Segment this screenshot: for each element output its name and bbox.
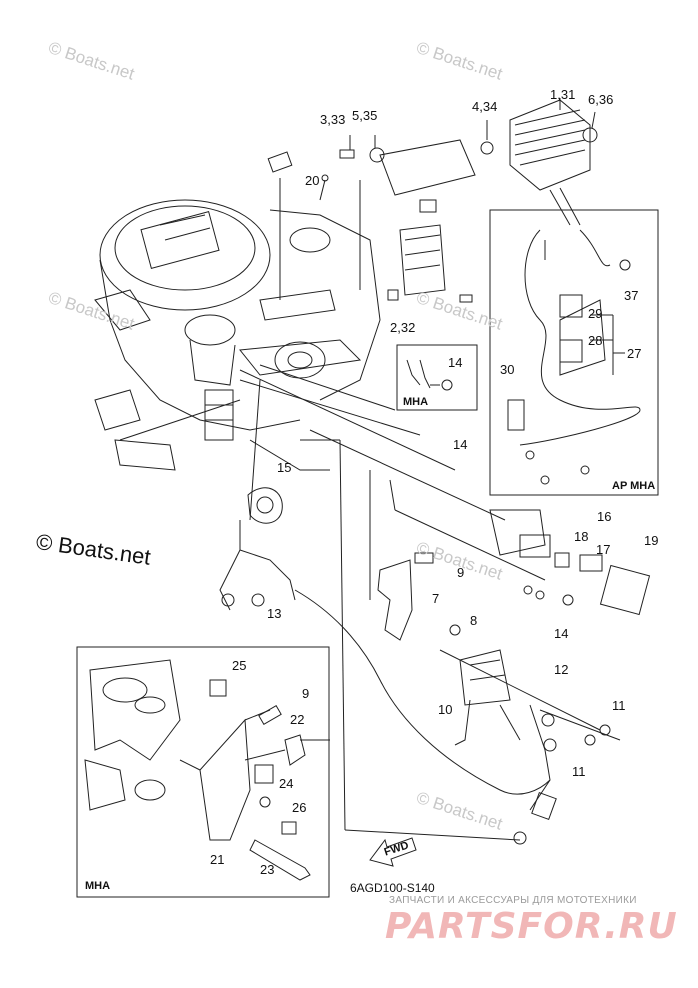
fwd-arrow [369,837,417,867]
callout-20: 20 [305,173,320,188]
callout-29: 29 [588,306,603,321]
mha-inset-box [76,646,330,898]
mid-parts [219,487,651,845]
footer-tagline: ЗАПЧАСТИ И АКСЕССУАРЫ ДЛЯ МОТОТЕХНИКИ [389,895,637,906]
callout-19: 19 [644,533,659,548]
callout-12: 12 [554,662,569,677]
engine-drawing [94,174,381,471]
callout-14: 14 [554,626,569,641]
callout-16: 16 [597,509,612,524]
callout-4-34: 4,34 [472,99,498,114]
callout-21: 21 [210,852,225,867]
callout-8: 8 [470,613,478,628]
mha-small-box [396,344,478,411]
callout-9: 9 [457,565,465,580]
callout-13: 13 [267,606,282,621]
ap-mha-box [489,209,659,496]
callout-10: 10 [438,702,453,717]
callout-11: 11 [572,764,586,779]
callout-11: 11 [612,698,626,713]
ap-mha-label: AP MHA [612,480,656,492]
callout-22: 22 [290,712,305,727]
callout-27: 27 [627,346,642,361]
callout-18: 18 [574,529,589,544]
callout-24: 24 [279,776,294,791]
callout-2-32: 2,32 [390,320,416,335]
partsfor-logo: PARTSFOR.RU [385,906,678,947]
callout-7: 7 [432,591,440,606]
callout-37: 37 [624,288,639,303]
callout-1-31: 1,31 [550,87,576,102]
callout-30: 30 [500,362,515,377]
callout-25: 25 [232,658,247,673]
callout-28: 28 [588,333,603,348]
callout-17: 17 [596,542,611,557]
mha-inset-label: MHA [85,880,111,892]
callout-14: 14 [453,437,468,452]
mha-small-label: MHA [403,396,429,408]
diagram-code: 6AGD100-S140 [350,881,435,895]
callout-3-33: 3,33 [320,112,346,127]
regulator-assembly [267,98,598,303]
callout-6-36: 6,36 [588,92,614,107]
callout-5-35: 5,35 [352,108,378,123]
callout-26: 26 [292,800,307,815]
callout-15: 15 [277,460,292,475]
callout-9: 9 [302,686,310,701]
leader-lines [119,178,601,841]
callout-23: 23 [260,862,275,877]
callout-14: 14 [448,355,463,370]
